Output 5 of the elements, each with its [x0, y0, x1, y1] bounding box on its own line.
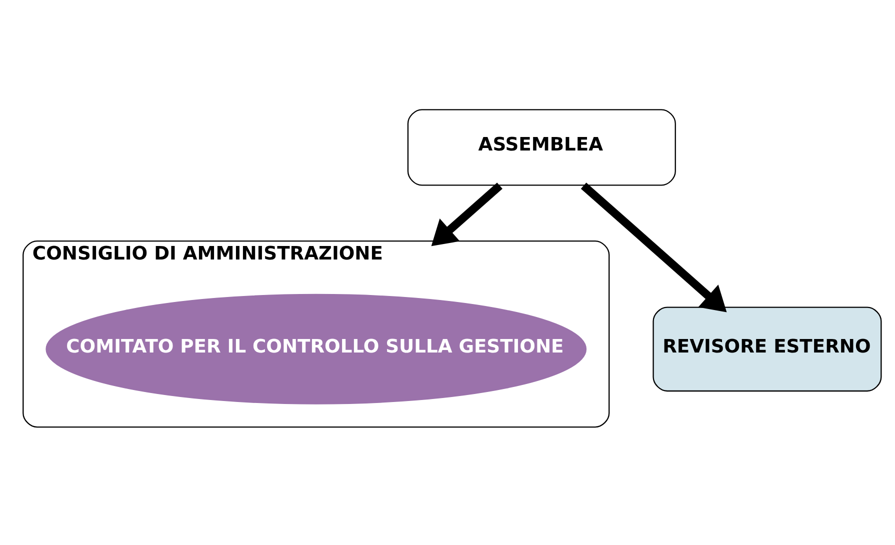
node-box: ASSEMBLEA: [407, 108, 676, 186]
arrow: [431, 182, 502, 246]
node-ellipse: COMITATO PER IL CONTROLLO SULLA GESTIONE: [46, 293, 587, 404]
arrow: [580, 182, 727, 312]
node-box: REVISORE ESTERNO: [652, 306, 882, 392]
